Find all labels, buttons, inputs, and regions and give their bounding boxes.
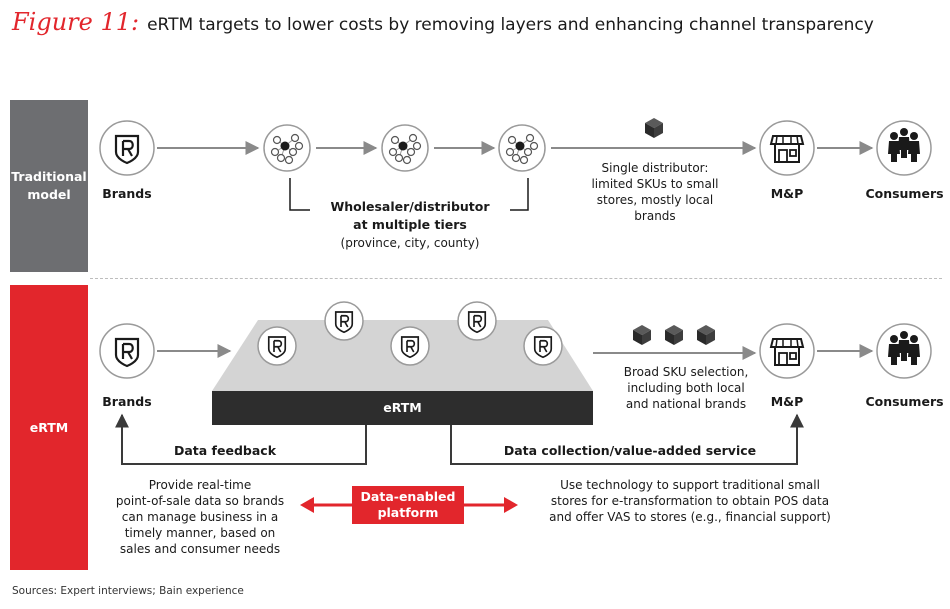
left-note: Provide real-time point-of-sale data so …	[115, 478, 285, 556]
traditional-brands-label: Brands	[102, 186, 152, 201]
platform-brand-icon-3	[391, 327, 429, 365]
wholesaler-label-line2: at multiple tiers	[353, 217, 467, 232]
ertm-consumers-label: Consumers	[865, 394, 944, 409]
box-icon-2	[665, 325, 683, 345]
ertm-row-label-bar: eRTM	[10, 285, 88, 570]
figure-title: Figure 11: eRTM targets to lower costs by…	[12, 8, 874, 36]
platform-brand-icon-4	[458, 302, 496, 340]
wholesaler-network-icon-2	[381, 124, 429, 172]
box-icon-3	[697, 325, 715, 345]
traditional-consumers-icon	[876, 120, 932, 176]
data-enabled-platform-badge: Data-enabled platform	[352, 486, 464, 524]
box-icon	[645, 118, 663, 138]
ertm-store-icon	[759, 323, 815, 379]
ertm-brands-label: Brands	[102, 394, 152, 409]
platform-brand-icon-2	[325, 302, 363, 340]
traditional-brand-icon	[99, 120, 155, 176]
traditional-row-label: Traditional model	[11, 169, 87, 202]
row-divider	[90, 278, 942, 279]
sku-note: Broad SKU selection, including both loca…	[623, 365, 749, 411]
platform-label: eRTM	[383, 400, 422, 415]
figure-label: Figure 11:	[12, 8, 140, 36]
traditional-consumers-label: Consumers	[865, 186, 944, 201]
data-feedback-label: Data feedback	[173, 443, 277, 458]
data-collection-label: Data collection/value-added service	[503, 443, 757, 458]
traditional-store-icon	[759, 120, 815, 176]
wholesaler-network-icon-3	[498, 124, 546, 172]
ertm-mp-label: M&P	[770, 394, 804, 409]
ertm-brand-icon	[99, 323, 155, 379]
ertm-consumers-icon	[876, 323, 932, 379]
platform-brand-icon-1	[258, 327, 296, 365]
box-icon-1	[633, 325, 651, 345]
wholesaler-network-icon-1	[263, 124, 311, 172]
source-note: Sources: Expert interviews; Bain experie…	[12, 585, 244, 597]
right-note: Use technology to support traditional sm…	[549, 478, 831, 524]
data-enabled-platform-text: Data-enabled platform	[360, 489, 456, 520]
wholesaler-label-line3: (province, city, county)	[340, 236, 480, 250]
distributor-note: Single distributor: limited SKUs to smal…	[591, 161, 719, 223]
title-text: eRTM targets to lower costs by removing …	[147, 15, 874, 35]
wholesaler-label-line1: Wholesaler/distributor	[310, 199, 510, 214]
platform-brand-icon-5	[524, 327, 562, 365]
traditional-mp-label: M&P	[770, 186, 804, 201]
ertm-row-label: eRTM	[29, 419, 69, 435]
traditional-row-label-bar: Traditional model	[10, 100, 88, 272]
